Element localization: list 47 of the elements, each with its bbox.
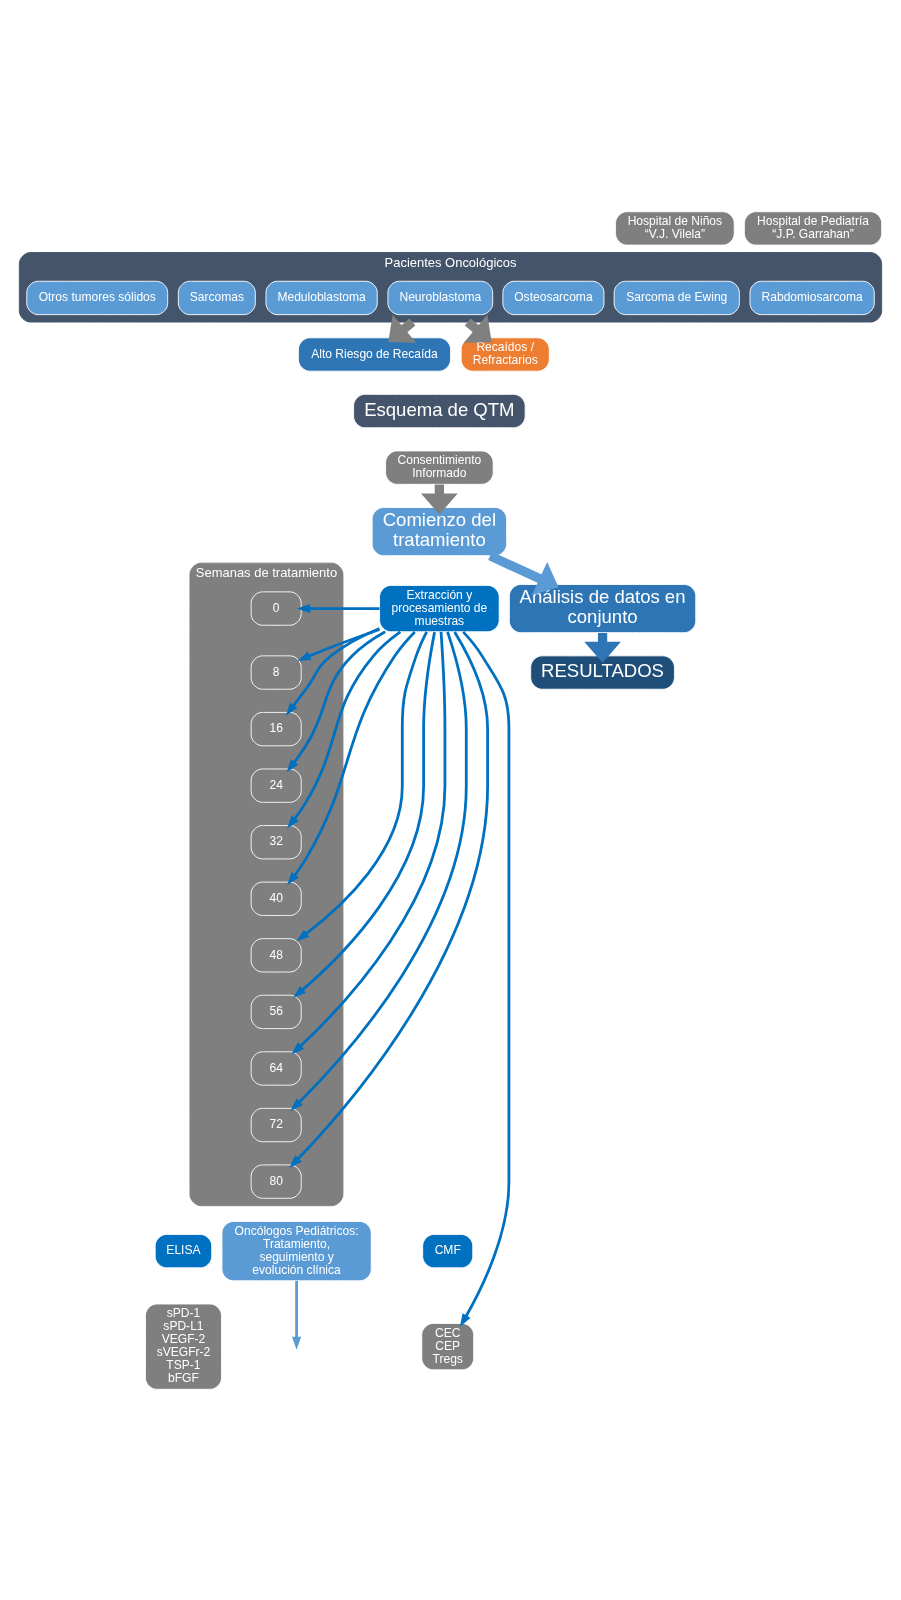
arrow xyxy=(293,631,436,998)
arrow xyxy=(287,630,416,885)
node-box: Alto Riesgo de Recaída xyxy=(297,336,451,372)
node-box: CEC CEP Tregs xyxy=(421,1322,475,1370)
node-box: 72 xyxy=(250,1107,302,1142)
arrow xyxy=(290,630,468,1111)
node-box: 80 xyxy=(250,1163,302,1199)
node-box: 64 xyxy=(250,1050,302,1086)
arrow xyxy=(289,630,489,1168)
node-box: 32 xyxy=(250,824,302,859)
node-box: Sarcomas xyxy=(177,280,256,315)
arrow xyxy=(459,630,511,1327)
node-box: 40 xyxy=(250,881,302,916)
node-box: 16 xyxy=(250,711,302,746)
node-box: Hospital de Pediatría “J.P. Garrahan” xyxy=(743,210,883,246)
node-box: Recaídos / Refractarios xyxy=(460,336,550,372)
node-box: CMF xyxy=(422,1233,474,1268)
arrow xyxy=(297,603,380,613)
node-box: RESULTADOS xyxy=(530,654,675,690)
node-box: 8 xyxy=(250,654,302,690)
node-box: Meduloblastoma xyxy=(265,280,378,315)
arrow xyxy=(291,631,447,1054)
node-box: Consentimiento Informado xyxy=(385,449,494,485)
node-box: sPD-1 sPD-L1 VEGF-2 sVEGFr-2 TSP-1 bFGF xyxy=(144,1303,222,1390)
arrow xyxy=(488,551,559,595)
node-box: Esquema de QTM xyxy=(353,393,526,428)
arrow xyxy=(297,627,380,661)
node-box: ELISA xyxy=(154,1233,213,1268)
node-box: Osteosarcoma xyxy=(502,280,605,315)
arrow xyxy=(285,626,380,716)
node-box: 24 xyxy=(250,768,302,803)
arrow xyxy=(296,630,428,941)
node-box: 48 xyxy=(250,937,302,972)
node-box: 56 xyxy=(250,994,302,1029)
node-box: Neuroblastoma xyxy=(387,280,494,315)
node-box: Extracción y procesamiento de muestras xyxy=(379,584,500,632)
node-box: Sarcoma de Ewing xyxy=(613,280,740,315)
node-box: 0 xyxy=(250,590,302,626)
node-box: Oncólogos Pediátricos: Tratamiento, seguimiento y evolución clínica xyxy=(221,1220,372,1281)
arrow xyxy=(292,1280,302,1350)
node-box: Análisis de datos en conjunto xyxy=(508,583,697,633)
node-box: Otros tumores sólidos xyxy=(26,280,169,315)
arrow xyxy=(286,630,386,772)
arrow xyxy=(287,630,402,828)
node-box: Comienzo del tratamiento xyxy=(371,506,508,556)
node-box: Hospital de Niños “V.J. Vilela” xyxy=(615,210,735,246)
node-box: Rabdomiosarcoma xyxy=(749,280,875,315)
